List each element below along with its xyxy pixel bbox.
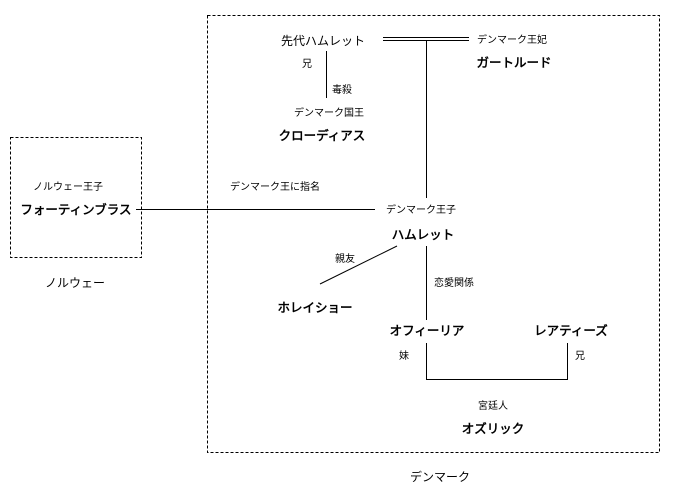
- norway-group-box: [10, 137, 142, 258]
- norway-label: ノルウェー: [45, 276, 105, 290]
- horatio-name: ホレイショー: [277, 300, 352, 315]
- fortinbras-role: ノルウェー王子: [33, 181, 103, 193]
- named-king-relation-label: デンマーク王に指名: [230, 180, 320, 193]
- claudius-role: デンマーク国王: [294, 106, 364, 119]
- old-hamlet-name: 先代ハムレット: [281, 34, 365, 48]
- best-friend-relation-label: 親友: [335, 252, 355, 265]
- denmark-group-box: [207, 15, 660, 453]
- younger-sister-relation-label: 妹: [399, 350, 409, 362]
- older-brother-relation-label: 兄: [575, 350, 585, 362]
- friend-line: [319, 245, 398, 285]
- hamlet-role: デンマーク王子: [386, 203, 456, 216]
- osric-role: 宮廷人: [478, 399, 508, 412]
- poisoned-relation-label: 毒殺: [332, 83, 352, 96]
- brother-relation-label: 兄: [302, 58, 312, 70]
- gertrude-role: デンマーク王妃: [477, 33, 547, 46]
- laertes-name: レアティーズ: [534, 323, 608, 338]
- fortinbras-name: フォーティンブラス: [20, 202, 131, 217]
- ophelia-name: オフィーリア: [390, 323, 465, 338]
- hamlet-name: ハムレット: [392, 227, 455, 242]
- romance-relation-label: 恋愛関係: [434, 276, 474, 289]
- sibling-bracket: [426, 343, 568, 380]
- denmark-label: デンマーク: [410, 469, 470, 484]
- gertrude-name: ガートルード: [476, 55, 551, 70]
- osric-name: オズリック: [462, 421, 525, 436]
- claudius-name: クローディアス: [279, 128, 366, 143]
